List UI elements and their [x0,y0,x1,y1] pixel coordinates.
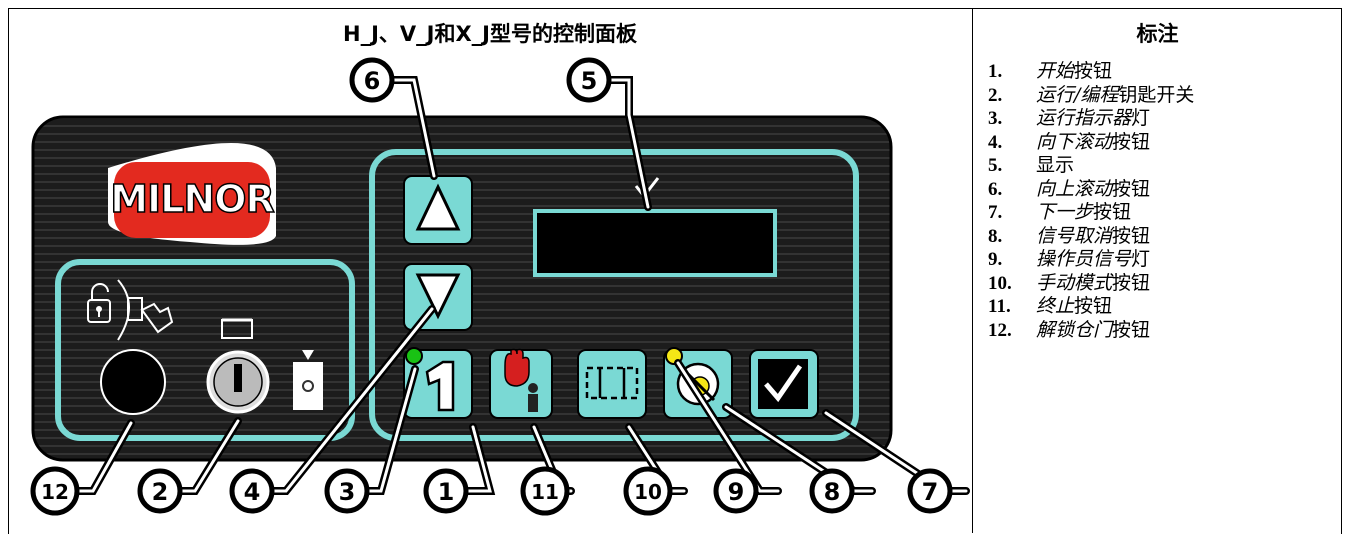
svg-text:2: 2 [152,478,169,506]
svg-text:7: 7 [922,478,939,506]
svg-text:4: 4 [244,478,261,506]
callout-2: 2 [137,468,183,514]
column-divider [972,8,973,533]
legend-title: 标注 [1136,22,1179,46]
callout-11: 11 [520,466,570,516]
svg-text:5: 5 [581,67,598,95]
door-control-frame [55,259,355,441]
unlock-door-icon [87,279,174,341]
run-program-mode-icon [221,318,253,339]
run-indicator-light [405,347,423,365]
svg-text:1: 1 [438,478,455,506]
svg-text:9: 9 [728,478,745,506]
legend-item: 6.向上滚动按钮 [988,177,1151,200]
callout-3: 3 [324,468,370,514]
callout-6: 6 [349,57,395,103]
callout-4: 4 [229,468,275,514]
legend-item: 3.运行指示器灯 [988,107,1151,129]
display-screen [533,209,777,277]
svg-text:8: 8 [824,478,841,506]
unlock-door-button[interactable] [100,349,166,415]
legend-item: 5.显示 [988,154,1075,176]
legend-item: 12.解锁仓门按钮 [988,318,1151,341]
control-panel-diagram: MILNOR [30,57,970,516]
stop-button[interactable] [489,348,553,419]
svg-text:12: 12 [41,480,69,504]
callout-7: 7 [907,468,953,514]
scroll-down-button[interactable] [403,263,473,331]
panel-title: H_J、V_J和X_J型号的控制面板 [343,22,637,46]
svg-text:11: 11 [531,480,559,504]
manual-mode-button[interactable] [577,349,647,419]
callout-9: 9 [713,468,759,514]
operator-control-frame [369,149,859,441]
callout-12: 12 [30,466,80,516]
legend-item: 4.向下滚动按钮 [988,130,1151,153]
milnor-logo: MILNOR [108,143,276,245]
svg-text:10: 10 [634,480,662,504]
legend-list: 1.开始按钮 2.运行/编程钥匙开关 3.运行指示器灯 4.向下滚动按钮 5.显… [988,60,1194,342]
callout-1: 1 [423,468,469,514]
legend-item: 11.终止按钮 [988,295,1113,317]
next-step-button[interactable] [749,349,819,419]
door-position-icon [293,350,323,410]
legend-item: 7.下一步按钮 [988,201,1132,223]
svg-text:3: 3 [339,478,356,506]
svg-text:6: 6 [364,67,381,95]
callout-10: 10 [623,466,673,516]
legend-item: 9.操作员信号灯 [988,248,1151,270]
run-program-key-switch[interactable] [206,350,270,414]
legend-item: 10.手动模式按钮 [988,271,1151,294]
legend-item: 1.开始按钮 [988,60,1113,82]
figure-frame [8,8,1342,534]
legend-item: 8.信号取消按钮 [988,224,1151,247]
svg-text:MILNOR: MILNOR [110,177,274,221]
callout-5: 5 [566,57,612,103]
legend-item: 2.运行/编程钥匙开关 [988,83,1195,106]
callout-8: 8 [809,468,855,514]
scroll-up-button[interactable] [403,175,473,245]
start-button[interactable] [403,349,473,419]
